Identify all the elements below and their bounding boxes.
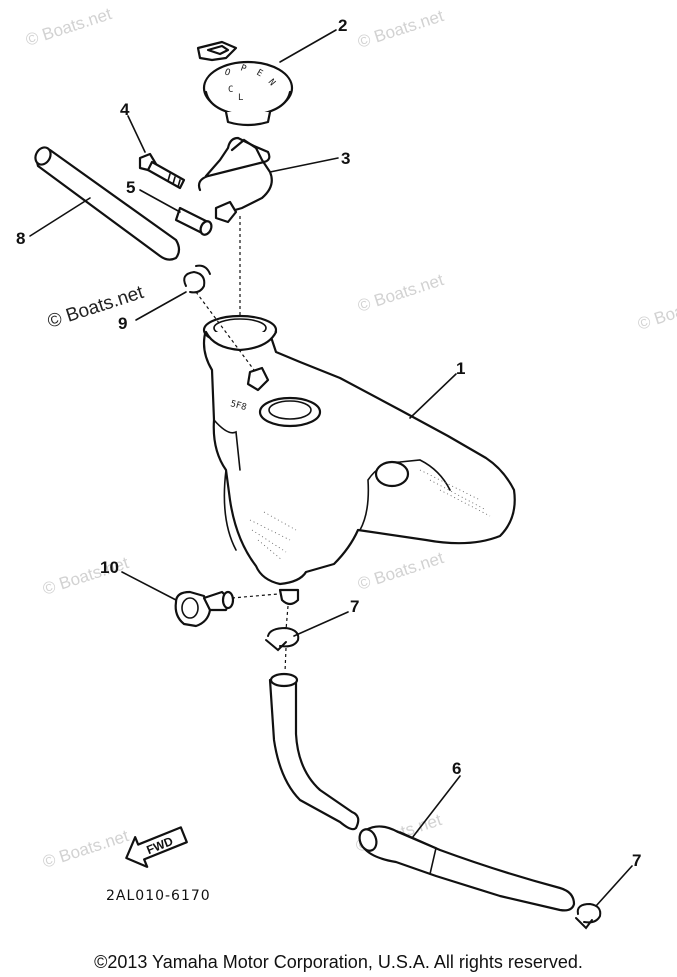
callout-6: 6 <box>452 759 461 778</box>
svg-text:5F8: 5F8 <box>229 399 247 413</box>
drain-plug-part <box>174 590 235 628</box>
copyright-notice: ©2013 Yamaha Motor Corporation, U.S.A. A… <box>94 952 583 972</box>
tank-cap-part: O P E N C L <box>196 40 294 127</box>
svg-text:C: C <box>228 85 233 95</box>
hose-clamp-part <box>183 264 211 294</box>
hose-clamp-upper-part <box>265 626 300 652</box>
oil-hose-part <box>268 672 576 912</box>
leader-lines <box>29 29 633 907</box>
callout-7-upper: 7 <box>350 597 359 616</box>
callout-8: 8 <box>16 229 25 248</box>
collar-part <box>174 206 213 236</box>
assembly-lines <box>195 216 289 673</box>
callout-7-lower: 7 <box>632 851 641 870</box>
watermark: © Boats.net <box>23 4 114 50</box>
oil-tank-part: 5F8 <box>202 314 516 606</box>
watermark: © Boats.net <box>40 826 131 872</box>
svg-text:E: E <box>255 68 265 79</box>
svg-text:N: N <box>266 78 277 89</box>
watermark-main: © Boats.net <box>45 282 147 333</box>
svg-text:O: O <box>223 67 232 78</box>
svg-text:L: L <box>238 93 243 103</box>
clip-part <box>197 136 273 224</box>
callout-9: 9 <box>118 314 127 333</box>
hose-clamp-lower-part <box>575 902 602 930</box>
callout-1: 1 <box>456 359 465 378</box>
fwd-arrow-icon: FWD <box>125 826 188 868</box>
callout-10: 10 <box>100 558 119 577</box>
watermark: © Boats.net <box>355 270 446 316</box>
diagram-code: 2AL010-6170 <box>106 888 211 904</box>
watermark: © Boats.net <box>355 6 446 52</box>
svg-text:P: P <box>239 63 248 74</box>
bolt-part <box>138 152 186 190</box>
callout-2: 2 <box>338 16 347 35</box>
callout-labels: 2 4 3 5 8 9 1 10 7 6 7 <box>16 16 641 870</box>
watermark: © Boats.net <box>355 548 446 594</box>
callout-3: 3 <box>341 149 350 168</box>
callout-4: 4 <box>120 100 130 119</box>
callout-5: 5 <box>126 178 135 197</box>
watermark: © Boats.net <box>635 288 677 334</box>
vent-hose-part <box>34 146 181 261</box>
